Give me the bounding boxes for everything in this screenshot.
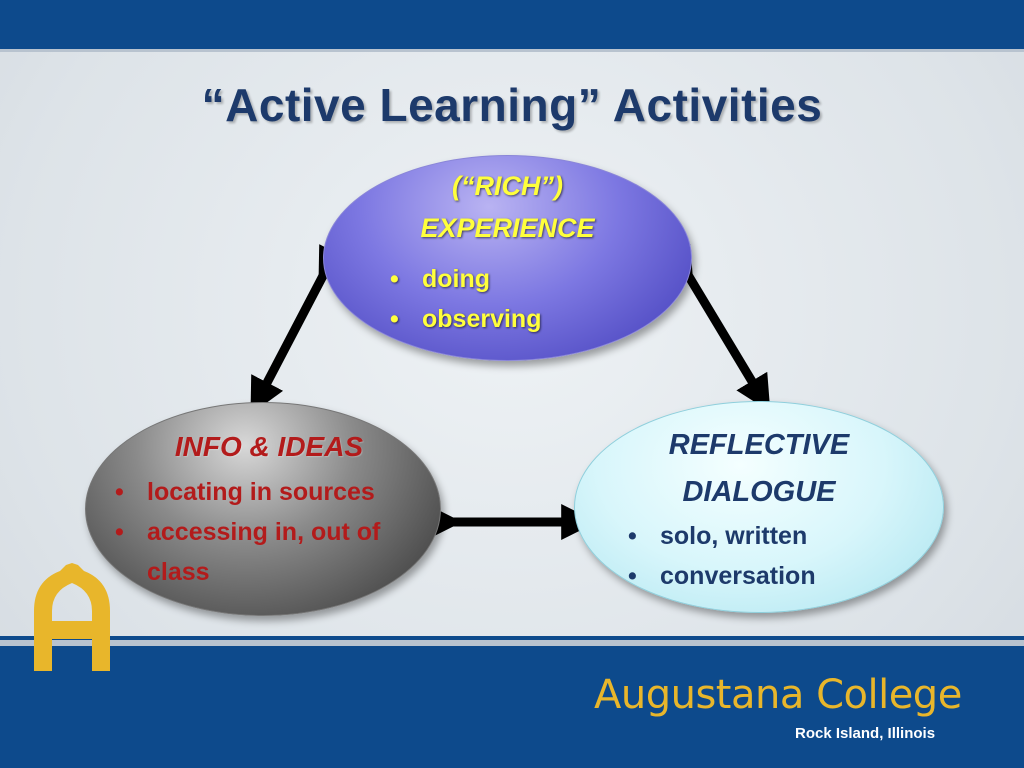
list-item: •doing [384, 259, 541, 299]
list-item: •locating in sources [109, 472, 397, 512]
list-item: •observing [384, 299, 541, 339]
bullet-icon: • [115, 518, 124, 546]
node-experience [323, 155, 692, 361]
footer-band [0, 646, 1024, 768]
reflect-heading-line1: REFLECTIVE [668, 429, 850, 461]
college-location: Rock Island, Illinois [795, 725, 936, 742]
reflect-heading: REFLECTIVE DIALOGUE [574, 422, 944, 516]
top-band [0, 0, 1024, 49]
list-item: •solo, written [622, 516, 816, 556]
list-item: •accessing in, out of class [109, 512, 397, 592]
experience-heading-line1: (“RICH”) [452, 171, 563, 201]
node-reflective-dialogue [574, 401, 944, 613]
experience-heading-line2: EXPERIENCE [420, 213, 595, 243]
footer-rule [0, 640, 1024, 646]
bullet-icon: • [628, 522, 637, 550]
college-name: Augustana College [594, 672, 962, 718]
bullet-icon: • [115, 478, 124, 506]
bullet-icon: • [390, 305, 399, 333]
list-item: •conversation [622, 556, 816, 596]
experience-list: •doing •observing [384, 259, 541, 339]
info-list: •locating in sources •accessing in, out … [109, 472, 397, 592]
top-rule [0, 49, 1024, 52]
experience-heading: (“RICH”) EXPERIENCE [323, 165, 692, 249]
slide-title: “Active Learning” Activities [201, 79, 823, 131]
reflect-heading-line2: DIALOGUE [682, 476, 836, 508]
node-info-ideas [85, 402, 441, 616]
footer-stripe [0, 636, 1024, 640]
bullet-icon: • [390, 265, 399, 293]
arrow-experience-reflect [659, 243, 771, 412]
reflect-list: •solo, written •conversation [622, 516, 816, 596]
bullet-icon: • [628, 562, 637, 590]
augustana-arch-logo-icon [34, 563, 110, 671]
arrow-experience-info [250, 244, 352, 415]
info-heading: INFO & IDEAS [174, 431, 364, 462]
